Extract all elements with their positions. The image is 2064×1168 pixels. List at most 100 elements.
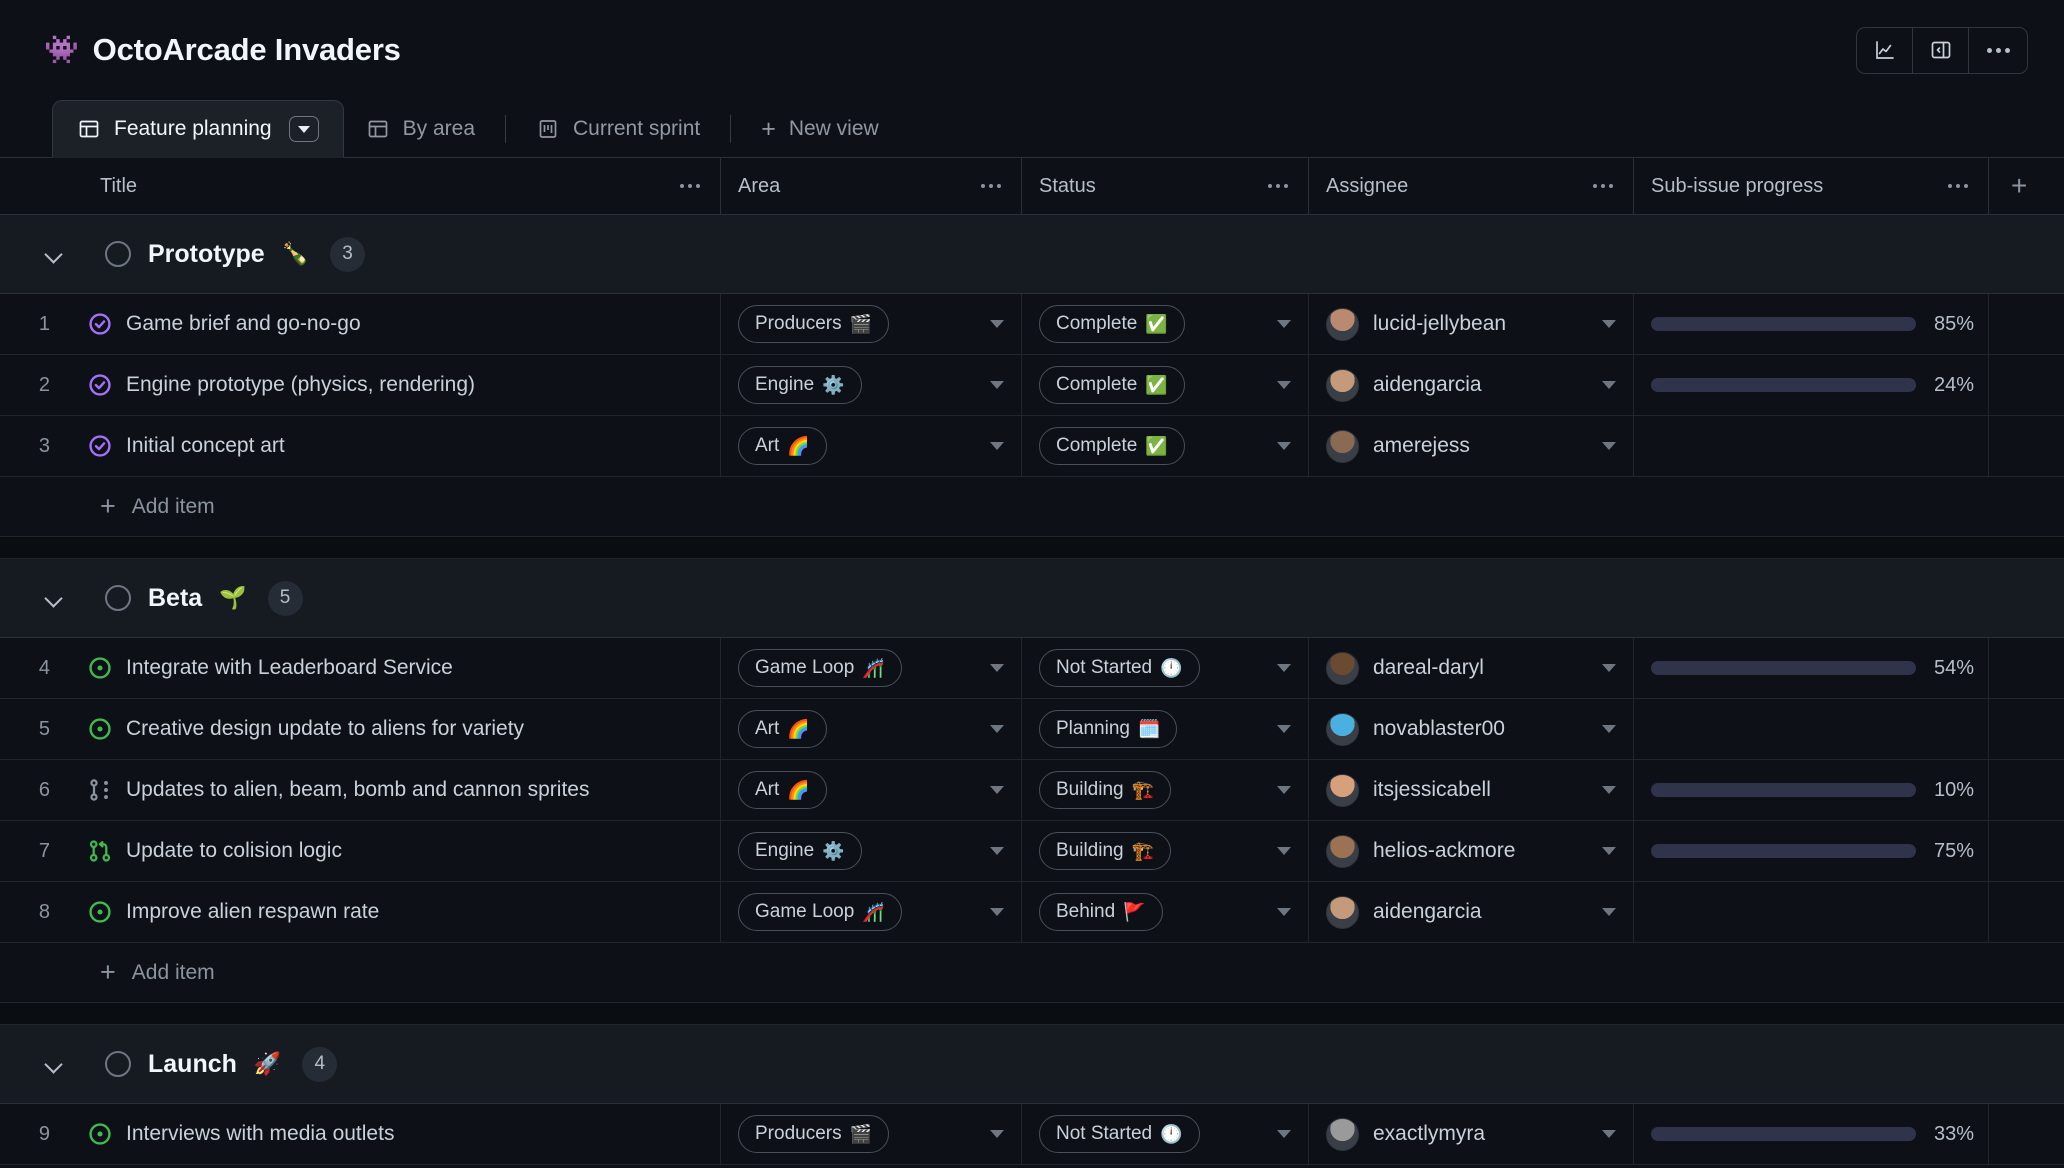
chevron-down-icon[interactable] bbox=[1277, 786, 1291, 794]
tab-feature-planning[interactable]: Feature planning bbox=[52, 100, 344, 158]
chevron-down-icon[interactable] bbox=[990, 908, 1004, 916]
cell-progress[interactable]: 75% bbox=[1634, 821, 1989, 881]
chevron-down-icon[interactable] bbox=[44, 587, 66, 609]
column-header-status[interactable]: Status bbox=[1022, 158, 1309, 214]
chevron-down-icon[interactable] bbox=[990, 320, 1004, 328]
cell-area[interactable]: Game Loop🎢 bbox=[721, 882, 1022, 942]
cell-area[interactable]: Art🌈 bbox=[721, 416, 1022, 476]
table-row[interactable]: 5Creative design update to aliens for va… bbox=[0, 699, 2064, 760]
chevron-down-icon[interactable] bbox=[1277, 442, 1291, 450]
cell-status[interactable]: Building🏗️ bbox=[1022, 760, 1309, 820]
tab-by-area[interactable]: By area bbox=[344, 100, 497, 158]
chevron-down-icon[interactable] bbox=[44, 243, 66, 265]
add-item-button[interactable]: +Add item bbox=[0, 943, 2064, 1003]
cell-area[interactable]: Art🌈 bbox=[721, 760, 1022, 820]
cell-title[interactable]: Improve alien respawn rate bbox=[62, 882, 721, 942]
column-menu-icon[interactable] bbox=[680, 184, 700, 188]
chevron-down-icon[interactable] bbox=[1602, 847, 1616, 855]
cell-area[interactable]: Game Loop🎢 bbox=[721, 638, 1022, 698]
chevron-down-icon[interactable] bbox=[990, 786, 1004, 794]
cell-title[interactable]: Integrate with Leaderboard Service bbox=[62, 638, 721, 698]
cell-progress[interactable]: 85% bbox=[1634, 294, 1989, 354]
table-row[interactable]: 6Updates to alien, beam, bomb and cannon… bbox=[0, 760, 2064, 821]
chevron-down-icon[interactable] bbox=[1602, 725, 1616, 733]
table-row[interactable]: 4Integrate with Leaderboard ServiceGame … bbox=[0, 638, 2064, 699]
chevron-down-icon[interactable] bbox=[1277, 847, 1291, 855]
chevron-down-icon[interactable] bbox=[990, 725, 1004, 733]
column-header-progress[interactable]: Sub-issue progress bbox=[1634, 158, 1989, 214]
chevron-down-icon[interactable] bbox=[1602, 908, 1616, 916]
add-column-button[interactable]: + bbox=[1989, 170, 2064, 202]
table-row[interactable]: 1Game brief and go-no-goProducers🎬Comple… bbox=[0, 294, 2064, 355]
cell-progress[interactable]: 10% bbox=[1634, 760, 1989, 820]
column-menu-icon[interactable] bbox=[981, 184, 1001, 188]
cell-area[interactable]: Producers🎬 bbox=[721, 294, 1022, 354]
cell-progress[interactable]: 54% bbox=[1634, 638, 1989, 698]
cell-assignee[interactable]: aidengarcia bbox=[1309, 882, 1634, 942]
column-menu-icon[interactable] bbox=[1948, 184, 1968, 188]
cell-assignee[interactable]: itsjessicabell bbox=[1309, 760, 1634, 820]
cell-status[interactable]: Building🏗️ bbox=[1022, 821, 1309, 881]
cell-area[interactable]: Producers🎬 bbox=[721, 1104, 1022, 1164]
cell-title[interactable]: Updates to alien, beam, bomb and cannon … bbox=[62, 760, 721, 820]
cell-assignee[interactable]: novablaster00 bbox=[1309, 699, 1634, 759]
cell-area[interactable]: Engine⚙️ bbox=[721, 355, 1022, 415]
chevron-down-icon[interactable] bbox=[1277, 664, 1291, 672]
cell-title[interactable]: Interviews with media outlets bbox=[62, 1104, 721, 1164]
cell-title[interactable]: Update to colision logic bbox=[62, 821, 721, 881]
cell-assignee[interactable]: amerejess bbox=[1309, 416, 1634, 476]
table-row[interactable]: 2Engine prototype (physics, rendering)En… bbox=[0, 355, 2064, 416]
chevron-down-icon[interactable] bbox=[990, 442, 1004, 450]
cell-progress[interactable] bbox=[1634, 699, 1989, 759]
table-row[interactable]: 8Improve alien respawn rateGame Loop🎢Beh… bbox=[0, 882, 2064, 943]
cell-progress[interactable]: 33% bbox=[1634, 1104, 1989, 1164]
group-header[interactable]: Beta🌱5 bbox=[0, 559, 2064, 638]
group-header[interactable]: Prototype🍾3 bbox=[0, 215, 2064, 294]
column-header-title[interactable]: Title bbox=[0, 158, 721, 214]
chevron-down-icon[interactable] bbox=[990, 1130, 1004, 1138]
chevron-down-icon[interactable] bbox=[990, 664, 1004, 672]
column-header-assignee[interactable]: Assignee bbox=[1309, 158, 1634, 214]
cell-progress[interactable] bbox=[1634, 882, 1989, 942]
cell-status[interactable]: Complete✅ bbox=[1022, 355, 1309, 415]
toggle-panel-button[interactable] bbox=[1913, 28, 1969, 73]
chevron-down-icon[interactable] bbox=[1277, 725, 1291, 733]
tab-new-view[interactable]: + New view bbox=[739, 100, 900, 158]
cell-title[interactable]: Engine prototype (physics, rendering) bbox=[62, 355, 721, 415]
insights-button[interactable] bbox=[1857, 28, 1913, 73]
chevron-down-icon[interactable] bbox=[1602, 442, 1616, 450]
group-header[interactable]: Launch🚀4 bbox=[0, 1025, 2064, 1104]
tab-current-sprint[interactable]: Current sprint bbox=[514, 100, 722, 158]
cell-area[interactable]: Art🌈 bbox=[721, 699, 1022, 759]
column-header-area[interactable]: Area bbox=[721, 158, 1022, 214]
cell-title[interactable]: Initial concept art bbox=[62, 416, 721, 476]
tab-dropdown-button[interactable] bbox=[289, 116, 319, 142]
cell-status[interactable]: Complete✅ bbox=[1022, 294, 1309, 354]
table-row[interactable]: 9Interviews with media outletsProducers🎬… bbox=[0, 1104, 2064, 1165]
chevron-down-icon[interactable] bbox=[990, 847, 1004, 855]
chevron-down-icon[interactable] bbox=[44, 1053, 66, 1075]
cell-title[interactable]: Game brief and go-no-go bbox=[62, 294, 721, 354]
chevron-down-icon[interactable] bbox=[1602, 1130, 1616, 1138]
cell-assignee[interactable]: exactlymyra bbox=[1309, 1104, 1634, 1164]
cell-status[interactable]: Complete✅ bbox=[1022, 416, 1309, 476]
chevron-down-icon[interactable] bbox=[990, 381, 1004, 389]
cell-assignee[interactable]: dareal-daryl bbox=[1309, 638, 1634, 698]
chevron-down-icon[interactable] bbox=[1277, 1130, 1291, 1138]
chevron-down-icon[interactable] bbox=[1602, 664, 1616, 672]
cell-assignee[interactable]: aidengarcia bbox=[1309, 355, 1634, 415]
more-options-button[interactable] bbox=[1969, 28, 2027, 73]
cell-status[interactable]: Not Started🕛 bbox=[1022, 638, 1309, 698]
add-item-button[interactable]: +Add item bbox=[0, 477, 2064, 537]
chevron-down-icon[interactable] bbox=[1277, 381, 1291, 389]
table-row[interactable]: 7Update to colision logicEngine⚙️Buildin… bbox=[0, 821, 2064, 882]
cell-status[interactable]: Behind🚩 bbox=[1022, 882, 1309, 942]
chevron-down-icon[interactable] bbox=[1602, 320, 1616, 328]
cell-progress[interactable]: 24% bbox=[1634, 355, 1989, 415]
table-row[interactable]: 3Initial concept artArt🌈Complete✅amereje… bbox=[0, 416, 2064, 477]
chevron-down-icon[interactable] bbox=[1602, 381, 1616, 389]
chevron-down-icon[interactable] bbox=[1277, 320, 1291, 328]
chevron-down-icon[interactable] bbox=[1277, 908, 1291, 916]
column-menu-icon[interactable] bbox=[1593, 184, 1613, 188]
cell-status[interactable]: Not Started🕛 bbox=[1022, 1104, 1309, 1164]
